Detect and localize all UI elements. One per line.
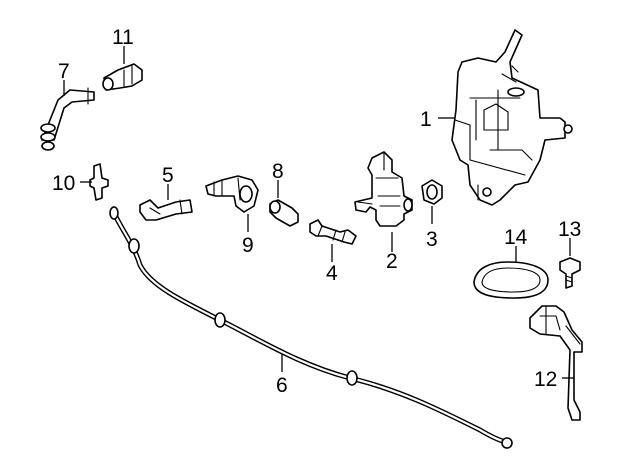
leader-lines [63,46,574,379]
check-valve [269,199,299,227]
callout-12: 12 [534,368,557,391]
callout-9: 9 [242,234,254,257]
washer-reservoir [451,29,573,206]
bolt [559,257,581,289]
tee-connector [89,163,109,201]
callout-14: 14 [504,226,528,249]
callout-1: 1 [420,108,432,131]
callout-6: 6 [276,374,288,397]
callout-13: 13 [558,218,581,241]
callout-3: 3 [426,228,438,251]
callout-7: 7 [58,60,70,83]
filler-cap [102,63,143,91]
callout-4: 4 [326,262,338,285]
hose-connector [205,175,259,213]
callout-5: 5 [162,164,174,187]
washer-pump [354,151,413,227]
callout-8: 8 [272,160,284,183]
washer-hose [109,206,513,449]
filler-hose [40,87,95,151]
callout-labels: 1 2 3 4 5 6 7 8 9 10 11 12 13 14 [52,26,581,397]
callout-2: 2 [386,250,398,273]
pump-grommet [421,179,443,205]
level-sensor [529,305,583,421]
callout-10: 10 [52,172,75,195]
insulator-pad [473,261,549,299]
callout-11: 11 [112,26,134,49]
elbow-connector [139,199,193,221]
connector [309,219,357,245]
